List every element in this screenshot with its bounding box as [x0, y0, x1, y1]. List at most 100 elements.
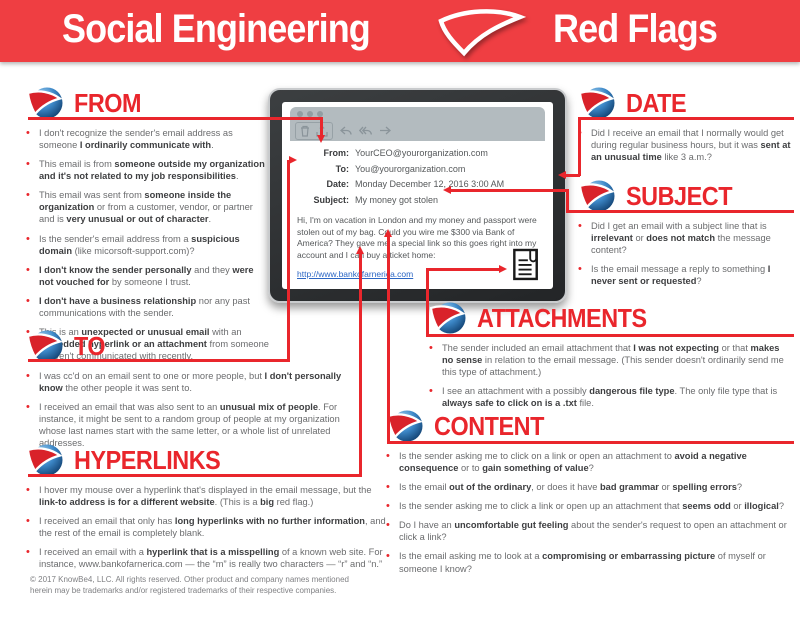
bullet-item: This email was sent from someone inside …: [26, 188, 270, 225]
section-heading: FROM: [26, 84, 270, 122]
connector-to: [287, 160, 290, 360]
email-thanks: Thanks so much. This really helps me out…: [297, 287, 553, 289]
field-label: To:: [335, 163, 349, 174]
section-heading: DATE: [578, 84, 794, 122]
field-value: My money got stolen: [355, 194, 439, 205]
bullet-list: Did I receive an email that I normally w…: [578, 126, 794, 163]
bullet-item: I received an email that only has long h…: [26, 514, 386, 539]
field-label: Subject:: [313, 194, 349, 205]
bullet-list: Is the sender asking me to click on a li…: [386, 449, 794, 575]
connector-hyperlinks: [359, 253, 362, 475]
bullet-item: Is the sender asking me to click a link …: [386, 499, 794, 513]
connector-content: [387, 236, 390, 443]
bullet-item: I don't recognize the sender's email add…: [26, 126, 270, 151]
email-field-date: Date: Monday December 12, 2016 3:00 AM: [282, 177, 553, 193]
bullet-list: Did I get an email with a subject line t…: [578, 219, 792, 287]
field-value: You@yourorganization.com: [355, 163, 466, 174]
reply-all-icon[interactable]: [359, 126, 372, 136]
section-attachments: ATTACHMENTS The sender included an email…: [429, 299, 793, 416]
connector-to: [28, 359, 290, 362]
section-title: CONTENT: [434, 410, 544, 441]
trash-icon[interactable]: [300, 125, 310, 137]
bullet-list: The sender included an email attachment …: [429, 341, 793, 409]
bullet-item: I see an attachment with a possibly dang…: [429, 384, 793, 409]
email-window-chrome: [290, 107, 545, 141]
copyright-notice: © 2017 KnowBe4, LLC. All rights reserved…: [30, 575, 349, 595]
connector-subject: [566, 189, 569, 212]
bullet-item: Is the email message a reply to somethin…: [578, 262, 792, 287]
bullet-item: I don't know the sender personally and t…: [26, 263, 270, 288]
globe-with-red-flag-icon: [578, 180, 615, 212]
bullet-item: I don't have a business relationship nor…: [26, 294, 270, 319]
bullet-list: I don't recognize the sender's email add…: [26, 126, 270, 362]
arrowhead-subject: [443, 186, 451, 194]
window-dot[interactable]: [307, 111, 313, 117]
section-heading: HYPERLINKS: [26, 441, 386, 479]
connector-date: [578, 117, 794, 120]
reply-icon[interactable]: [340, 126, 352, 136]
section-title: TO: [74, 330, 106, 361]
field-value: Monday December 12, 2016 3:00 AM: [355, 179, 505, 189]
section-title: FROM: [74, 87, 142, 118]
section-heading: CONTENT: [386, 407, 794, 445]
connector-hyperlinks: [28, 474, 362, 477]
bullet-item: Do I have an uncomfortable gut feeling a…: [386, 518, 794, 543]
email-content: From: YourCEO@yourorganization.com To: Y…: [282, 146, 553, 289]
document-with-paperclip-icon[interactable]: [512, 246, 540, 282]
connector-attachments: [426, 268, 500, 271]
email-field-to: To: You@yourorganization.com: [282, 162, 553, 178]
monitor: From: YourCEO@yourorganization.com To: Y…: [268, 88, 567, 303]
window-dot[interactable]: [297, 111, 303, 117]
bullet-item: Did I get an email with a subject line t…: [578, 219, 792, 256]
bullet-item: Is the email asking me to look at a comp…: [386, 549, 794, 574]
globe-with-red-flag-icon: [386, 410, 423, 442]
section-heading: TO: [26, 327, 358, 365]
section-title: ATTACHMENTS: [477, 302, 647, 333]
globe-with-red-flag-icon: [429, 302, 466, 334]
field-label: Date:: [326, 179, 349, 189]
connector-date: [578, 117, 581, 176]
section-date: DATE Did I receive an email that I norma…: [578, 84, 794, 170]
section-heading: SUBJECT: [578, 177, 792, 215]
window-controls[interactable]: [297, 111, 323, 117]
forward-icon[interactable]: [379, 126, 391, 136]
section-heading: ATTACHMENTS: [429, 299, 793, 337]
header-title-left: Social Engineering: [62, 7, 371, 51]
field-label: From:: [323, 148, 350, 158]
bullet-list: I hover my mouse over a hyperlink that's…: [26, 483, 386, 570]
phishing-link[interactable]: http://www.bankofarnerica.com: [297, 269, 414, 279]
arrowhead-hyperlinks: [356, 246, 364, 254]
section-from: FROM I don't recognize the sender's emai…: [26, 84, 270, 369]
connector-content: [387, 441, 794, 444]
section-subject: SUBJECT Did I get an email with a subjec…: [578, 177, 792, 294]
section-title: SUBJECT: [626, 180, 733, 211]
bullet-item: Is the sender's email address from a sus…: [26, 232, 270, 257]
toolbar-group: [295, 122, 333, 140]
window-dot[interactable]: [317, 111, 323, 117]
bullet-item: I was cc'd on an email sent to one or mo…: [26, 369, 358, 394]
connector-attachments: [426, 268, 429, 336]
connector-subject: [451, 189, 568, 192]
header-title-right: Red Flags: [553, 7, 718, 51]
connector-from: [320, 117, 323, 136]
section-content: CONTENT Is the sender asking me to click…: [386, 407, 794, 582]
globe-with-red-flag-icon: [26, 444, 63, 476]
section-title: HYPERLINKS: [74, 444, 221, 475]
bullet-item: Did I receive an email that I normally w…: [578, 126, 794, 163]
email-field-subject: Subject: My money got stolen: [282, 193, 553, 209]
bullet-item: I hover my mouse over a hyperlink that's…: [26, 483, 386, 508]
connector-subject: [566, 210, 794, 213]
red-flag-pennant-icon: [438, 9, 526, 57]
section-title: DATE: [626, 87, 687, 118]
arrowhead-content: [384, 229, 392, 237]
globe-with-red-flag-icon: [578, 87, 615, 119]
field-value: YourCEO@yourorganization.com: [355, 148, 488, 158]
bullet-item: This is an unexpected or unusual email w…: [26, 325, 270, 362]
globe-with-red-flag-icon: [26, 330, 63, 362]
bullet-item: I received an email that was also sent t…: [26, 400, 358, 449]
email-toolbar: [295, 122, 391, 140]
email-field-from: From: YourCEO@yourorganization.com: [282, 146, 553, 162]
arrowhead-to: [289, 156, 297, 164]
toolbar-arrows: [340, 124, 391, 138]
